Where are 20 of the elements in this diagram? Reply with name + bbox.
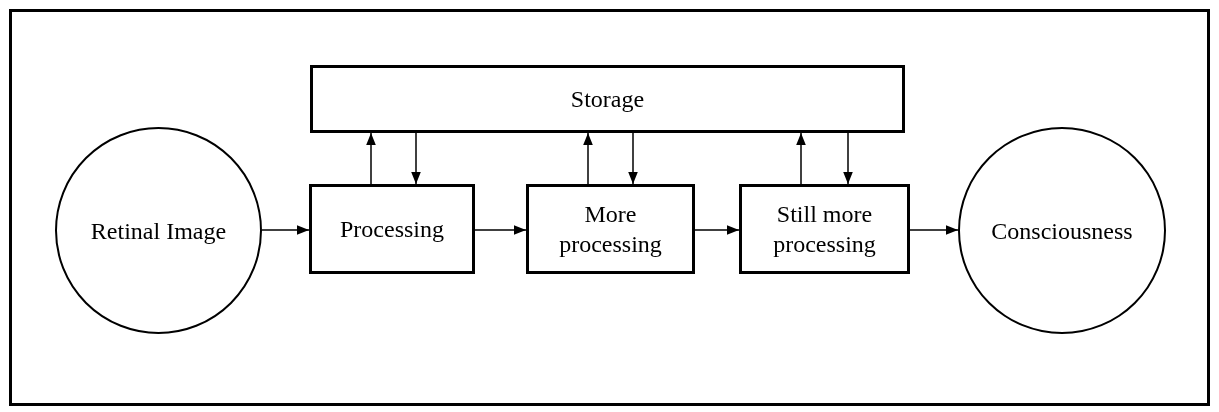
node-label: Consciousness — [990, 216, 1134, 246]
arrow — [583, 132, 593, 185]
process-box — [310, 65, 905, 133]
node-label: Processing — [339, 215, 445, 244]
node-label: More processing — [558, 200, 663, 259]
arrow — [411, 132, 421, 185]
arrow — [796, 132, 806, 185]
arrow — [474, 225, 527, 235]
node-label: Retinal Image — [89, 216, 228, 246]
arrow — [909, 225, 959, 235]
arrow — [628, 132, 638, 185]
arrow — [261, 225, 310, 235]
node-label: Still more processing — [772, 200, 877, 259]
process-box — [739, 184, 910, 274]
arrow — [843, 132, 853, 185]
node-label: Storage — [569, 85, 646, 114]
arrow — [366, 132, 376, 185]
process-box — [309, 184, 475, 274]
arrow — [694, 225, 740, 235]
process-box — [526, 184, 695, 274]
